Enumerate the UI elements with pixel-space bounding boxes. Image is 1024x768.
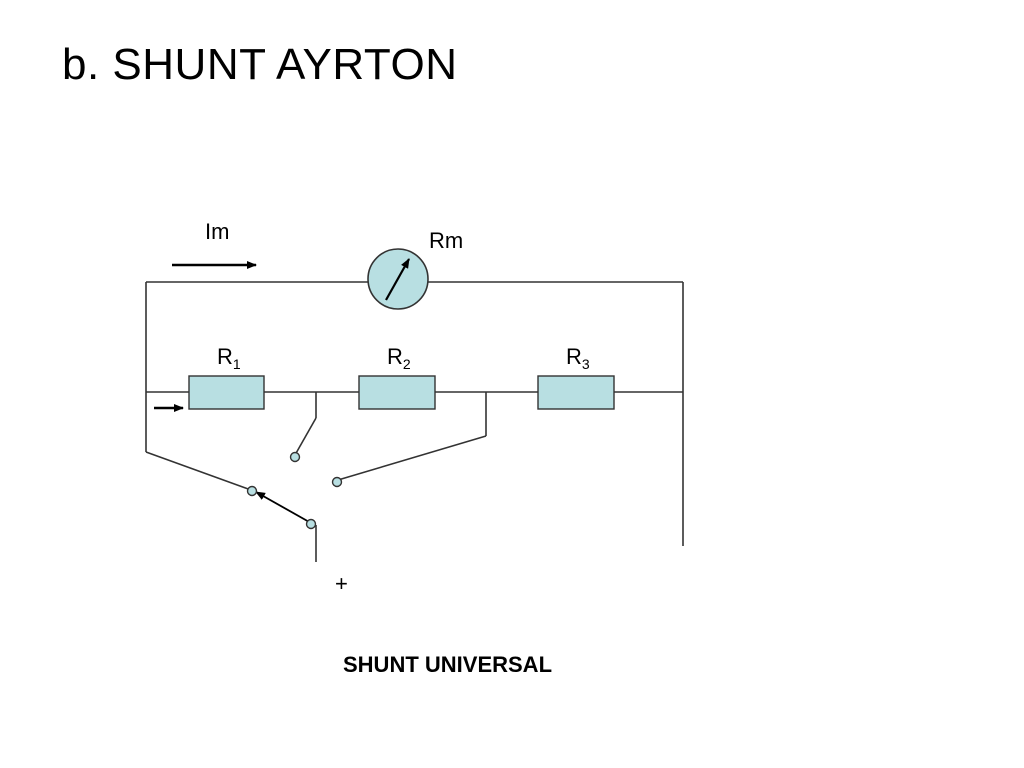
page-title: b. SHUNT AYRTON [62, 40, 458, 89]
current-label: Im [205, 219, 230, 244]
diagram-caption: SHUNT UNIVERSAL [343, 652, 553, 677]
ammeter-needle [385, 258, 410, 301]
terminal-plus-label: + [335, 571, 348, 596]
switch-contact-icon [331, 476, 343, 488]
switch-contact-icon [246, 485, 258, 497]
switch-pivot-icon [305, 518, 317, 530]
resistor-r3-icon [537, 375, 615, 410]
resistor-r2-label: R2 [387, 344, 411, 372]
resistor-r1-label: R1 [217, 344, 241, 372]
resistor-r2-icon [358, 375, 436, 410]
resistor-r1-icon [188, 375, 265, 410]
resistor-r3-label: R3 [566, 344, 590, 372]
switch-contact-icon [289, 451, 301, 463]
switch-arm [255, 491, 312, 524]
tap-wires [145, 392, 487, 562]
meter-label: Rm [429, 228, 464, 253]
